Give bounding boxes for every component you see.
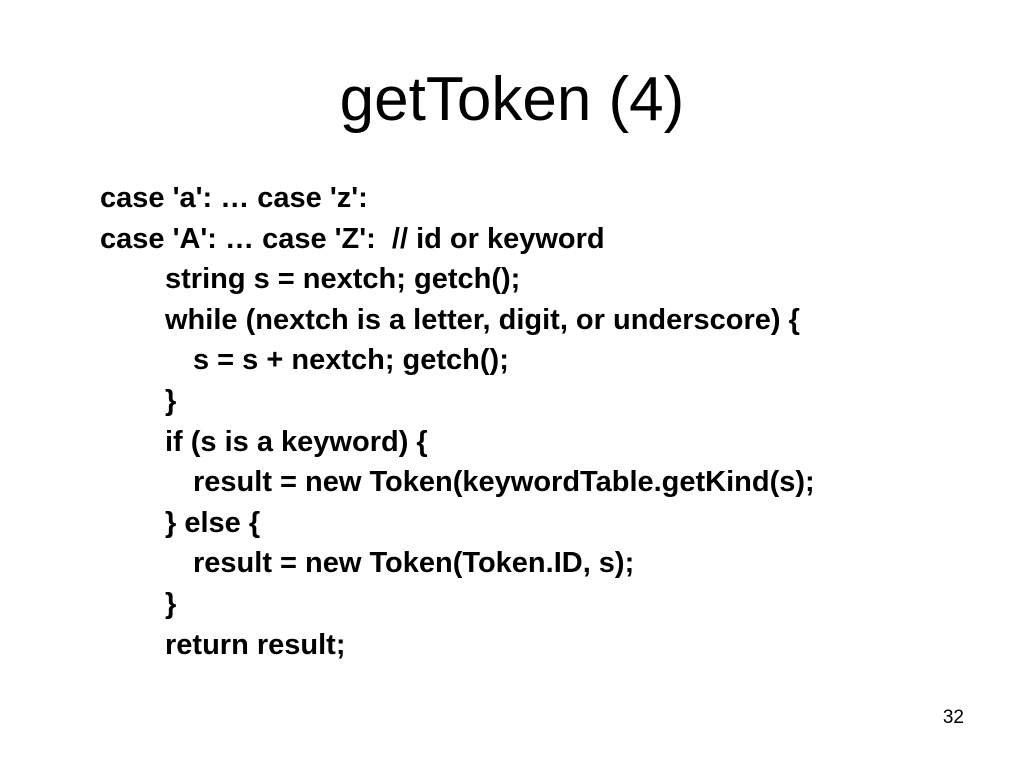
code-line: s = s + nextch; getch(); (193, 344, 509, 377)
code-line: } (165, 587, 177, 620)
code-line: } (165, 384, 177, 417)
code-line: result = new Token(keywordTable.getKind(… (193, 466, 815, 499)
code-line: while (nextch is a letter, digit, or und… (165, 303, 800, 336)
code-line: if (s is a keyword) { (165, 425, 428, 458)
code-line: result = new Token(Token.ID, s); (193, 547, 635, 580)
slide-title: getToken (4) (339, 65, 685, 134)
code-line: case 'A': … case 'Z': // id or keyword (100, 222, 605, 255)
code-block: case 'a': … case 'z': case 'A': … case 'Z… (100, 178, 980, 665)
slide-number: 32 (942, 707, 964, 728)
code-line: } else { (165, 506, 261, 539)
code-line: string s = nextch; getch(); (165, 263, 521, 296)
code-line: return result; (165, 628, 346, 661)
code-line: case 'a': … case 'z': (100, 182, 368, 214)
